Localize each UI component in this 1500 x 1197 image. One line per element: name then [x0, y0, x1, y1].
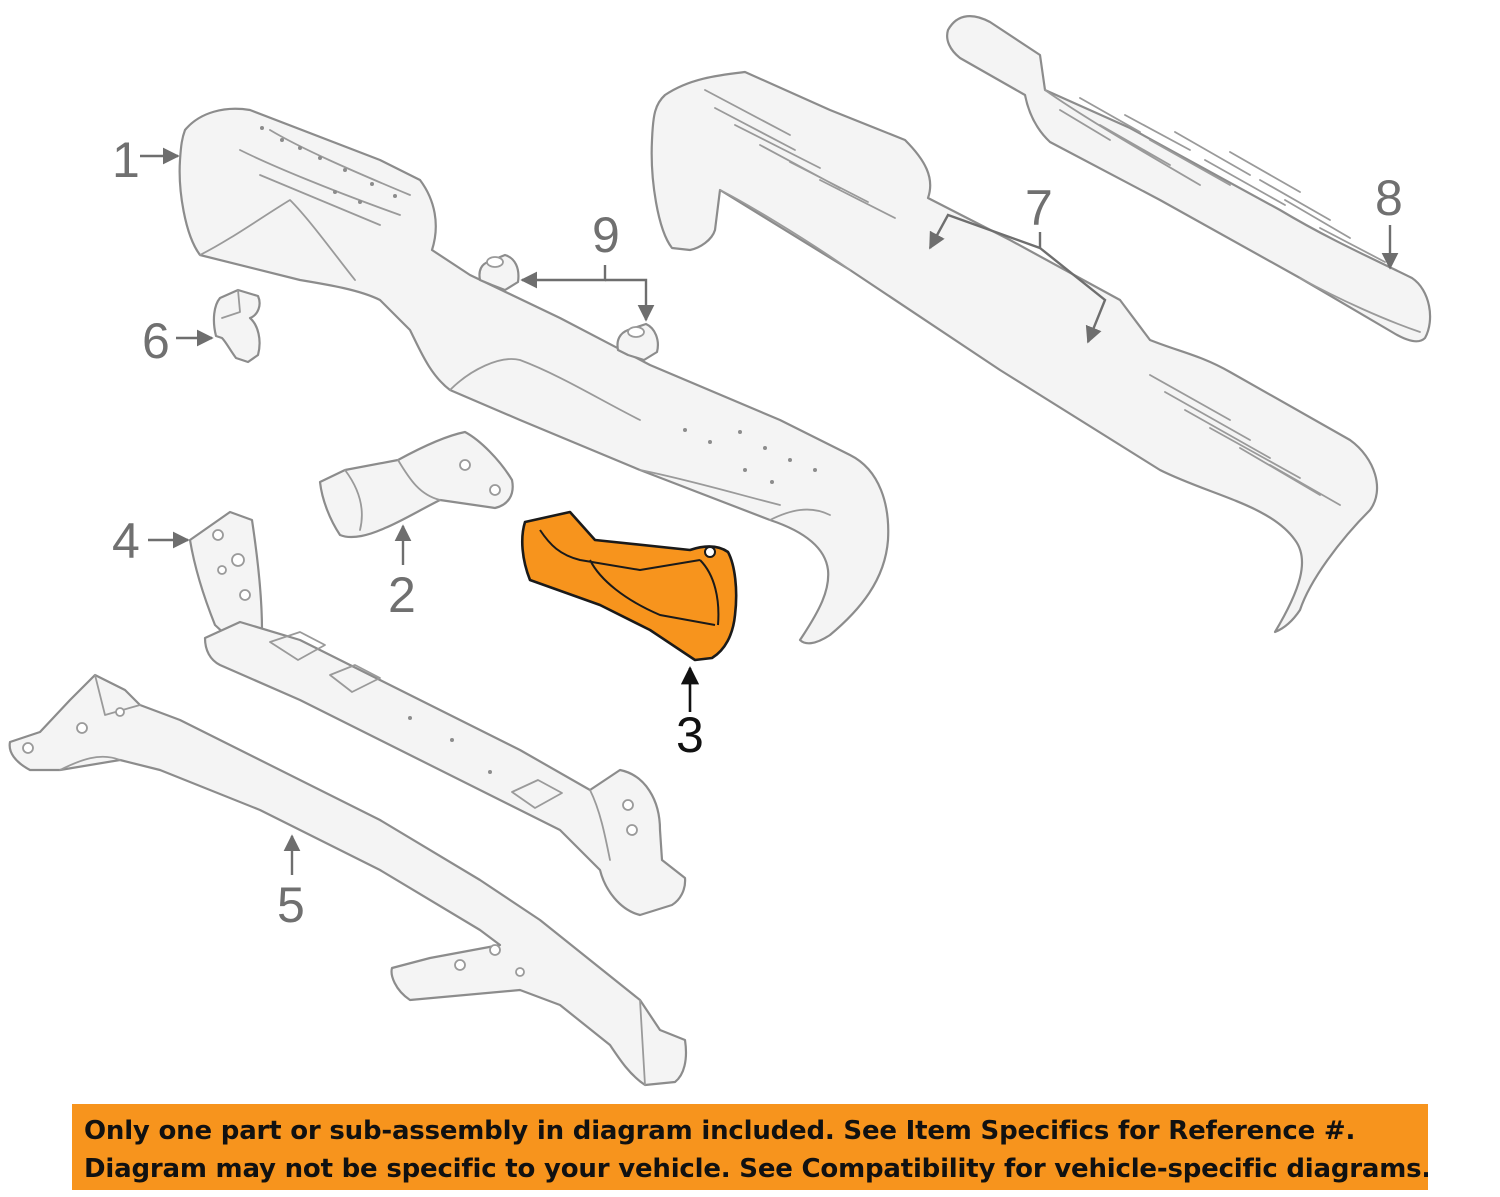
- part-5-support-rail[interactable]: [8, 673, 688, 1087]
- disclaimer-banner: Only one part or sub-assembly in diagram…: [72, 1104, 1428, 1190]
- reinforcement-beam[interactable]: [203, 620, 687, 917]
- disclaimer-line-1: Only one part or sub-assembly in diagram…: [84, 1116, 1356, 1146]
- callout-7: 7: [1025, 180, 1053, 236]
- part-8-step-pad[interactable]: [946, 15, 1432, 343]
- parts-diagram: 1 2 3 4 5 6 7 8 9: [8, 15, 1432, 1087]
- leader-7b: [1039, 247, 1107, 344]
- part-3-highlighted-bracket[interactable]: [520, 510, 738, 662]
- leader-9: [520, 265, 607, 289]
- callout-6: 6: [142, 313, 170, 369]
- callout-4: 4: [112, 513, 140, 569]
- callout-5: 5: [277, 877, 305, 933]
- callouts: 1 2 3 4 5 6 7 8 9: [112, 132, 1403, 933]
- part-9-bolt-lower[interactable]: [616, 322, 659, 362]
- callout-8: 8: [1375, 170, 1403, 226]
- leader-9b: [605, 278, 655, 322]
- part-6-clip[interactable]: [212, 288, 261, 364]
- callout-3: 3: [676, 707, 704, 763]
- callout-1: 1: [112, 132, 140, 188]
- disclaimer-line-2: Diagram may not be specific to your vehi…: [84, 1154, 1428, 1184]
- part-4-mount-bracket[interactable]: [188, 510, 264, 650]
- callout-2: 2: [388, 567, 416, 623]
- part-1-face-bar[interactable]: [178, 107, 890, 645]
- part-7-bumper-cover[interactable]: [650, 70, 1379, 634]
- part-9-bolt-upper[interactable]: [478, 253, 520, 292]
- leader-lines: [140, 147, 1399, 875]
- part-2-bracket[interactable]: [318, 430, 514, 539]
- leader-7a: [928, 213, 1042, 250]
- callout-9: 9: [592, 207, 620, 263]
